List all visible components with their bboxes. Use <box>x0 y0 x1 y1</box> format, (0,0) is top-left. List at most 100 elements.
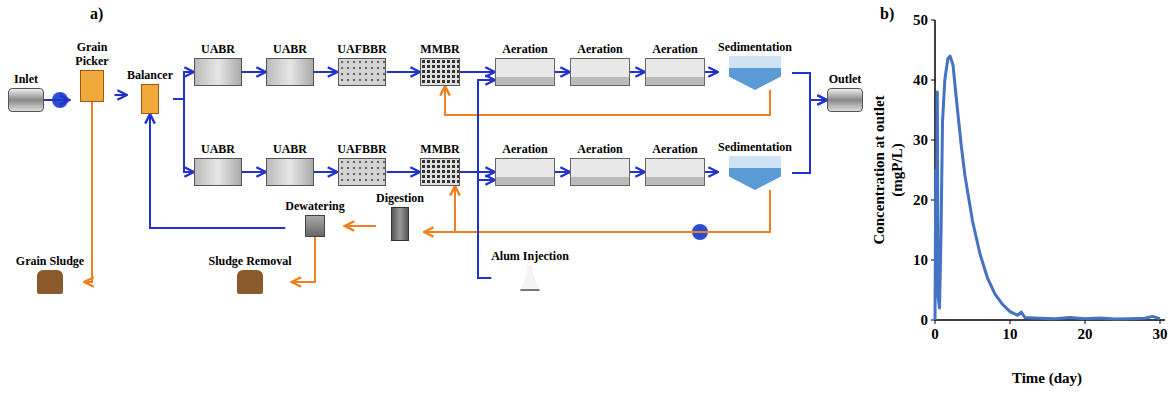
sludge-line <box>445 86 770 115</box>
flow-line <box>314 71 337 73</box>
unit-label: UABR <box>273 42 307 56</box>
sludge-line <box>345 225 376 227</box>
unit-icon <box>570 158 630 186</box>
tick-label: 40 <box>913 71 928 89</box>
flow-line <box>44 99 70 101</box>
process-unit: MMBR <box>420 142 460 186</box>
process-unit: Alum Injection <box>491 249 569 291</box>
unit-label: Outlet <box>829 72 862 86</box>
unit-icon <box>237 270 263 294</box>
flow-line <box>555 171 570 173</box>
panel-letter: b) <box>880 5 894 23</box>
process-unit: UABR <box>194 42 242 86</box>
unit-icon <box>570 58 630 86</box>
flow-line <box>115 94 128 96</box>
tick-label: 30 <box>913 131 928 149</box>
flow-line <box>630 71 645 73</box>
process-unit: UAFBBR <box>337 42 386 86</box>
unit-icon <box>37 270 63 294</box>
flow-line <box>630 171 645 173</box>
unit-icon <box>8 88 44 112</box>
unit-icon <box>141 84 159 114</box>
flow-line <box>792 73 827 100</box>
tick-label: 20 <box>1078 325 1093 343</box>
unit-label: Aeration <box>502 42 547 56</box>
process-unit: Digestion <box>376 191 424 241</box>
panel-letter: a) <box>90 5 103 23</box>
unit-label: Aeration <box>502 142 547 156</box>
flow-line <box>173 99 194 172</box>
axis-ticks <box>931 20 1160 324</box>
flow-line <box>242 171 266 173</box>
unit-label: Digestion <box>376 191 424 205</box>
unit-icon <box>338 158 386 186</box>
unit-label: MMBR <box>420 42 459 56</box>
process-unit: Sedimentation <box>718 140 792 190</box>
process-unit: UABR <box>194 142 242 186</box>
tick-label: 10 <box>913 251 928 269</box>
flow-line <box>705 171 718 173</box>
unit-label: UABR <box>273 142 307 156</box>
flow-line <box>314 171 337 173</box>
tick-label: 20 <box>913 191 928 209</box>
unit-icon <box>645 58 705 86</box>
tick-label: 50 <box>913 11 928 29</box>
unit-icon <box>827 88 863 112</box>
process-unit: Aeration <box>495 142 555 186</box>
unit-label: Dewatering <box>285 199 344 213</box>
unit-icon <box>495 158 555 186</box>
unit-label: UABR <box>201 42 235 56</box>
unit-icon <box>520 265 540 291</box>
unit-icon <box>729 156 781 190</box>
tick-label: 0 <box>921 311 929 329</box>
flow-line <box>478 180 495 278</box>
process-unit: Balancer <box>127 68 173 114</box>
sludge-line <box>292 237 316 282</box>
process-unit: Outlet <box>827 72 863 112</box>
flow-line <box>705 71 718 73</box>
process-unit: Dewatering <box>285 199 344 237</box>
unit-label: Sedimentation <box>718 40 792 54</box>
sludge-line <box>84 102 92 282</box>
unit-label: Sludge Removal <box>208 254 291 268</box>
unit-icon <box>420 58 460 86</box>
unit-icon <box>194 158 242 186</box>
unit-icon <box>194 58 242 86</box>
unit-label: Aeration <box>577 142 622 156</box>
process-unit: Aeration <box>570 142 630 186</box>
process-unit: Aeration <box>495 42 555 86</box>
flow-line <box>792 100 827 173</box>
process-unit: Sludge Removal <box>208 254 291 294</box>
process-unit: UABR <box>266 142 314 186</box>
unit-icon <box>645 158 705 186</box>
axis-title: Time (day) <box>1012 369 1082 387</box>
unit-label: Grain Picker <box>70 40 115 68</box>
tick-label: 30 <box>1153 325 1168 343</box>
unit-label: UABR <box>201 142 235 156</box>
tick-label: 10 <box>1003 325 1018 343</box>
process-unit: UAFBBR <box>337 142 386 186</box>
unit-icon <box>305 215 325 237</box>
unit-icon <box>420 158 460 186</box>
process-unit: Aeration <box>645 42 705 86</box>
unit-label: Alum Injection <box>491 249 569 263</box>
process-unit: Aeration <box>570 42 630 86</box>
unit-label: Sedimentation <box>718 140 792 154</box>
unit-icon <box>729 56 781 90</box>
unit-icon <box>495 58 555 86</box>
flow-line <box>387 171 420 173</box>
process-unit: Grain Picker <box>70 40 115 102</box>
unit-icon <box>266 158 314 186</box>
flow-line <box>173 72 194 99</box>
unit-icon <box>266 58 314 86</box>
flow-line <box>387 71 420 73</box>
unit-label: MMBR <box>420 142 459 156</box>
flow-line <box>478 80 495 278</box>
flow-line <box>242 71 266 73</box>
flow-line <box>555 71 570 73</box>
process-unit: UABR <box>266 42 314 86</box>
data-curve <box>935 56 1160 320</box>
process-unit: MMBR <box>420 42 460 86</box>
process-unit: Aeration <box>645 142 705 186</box>
